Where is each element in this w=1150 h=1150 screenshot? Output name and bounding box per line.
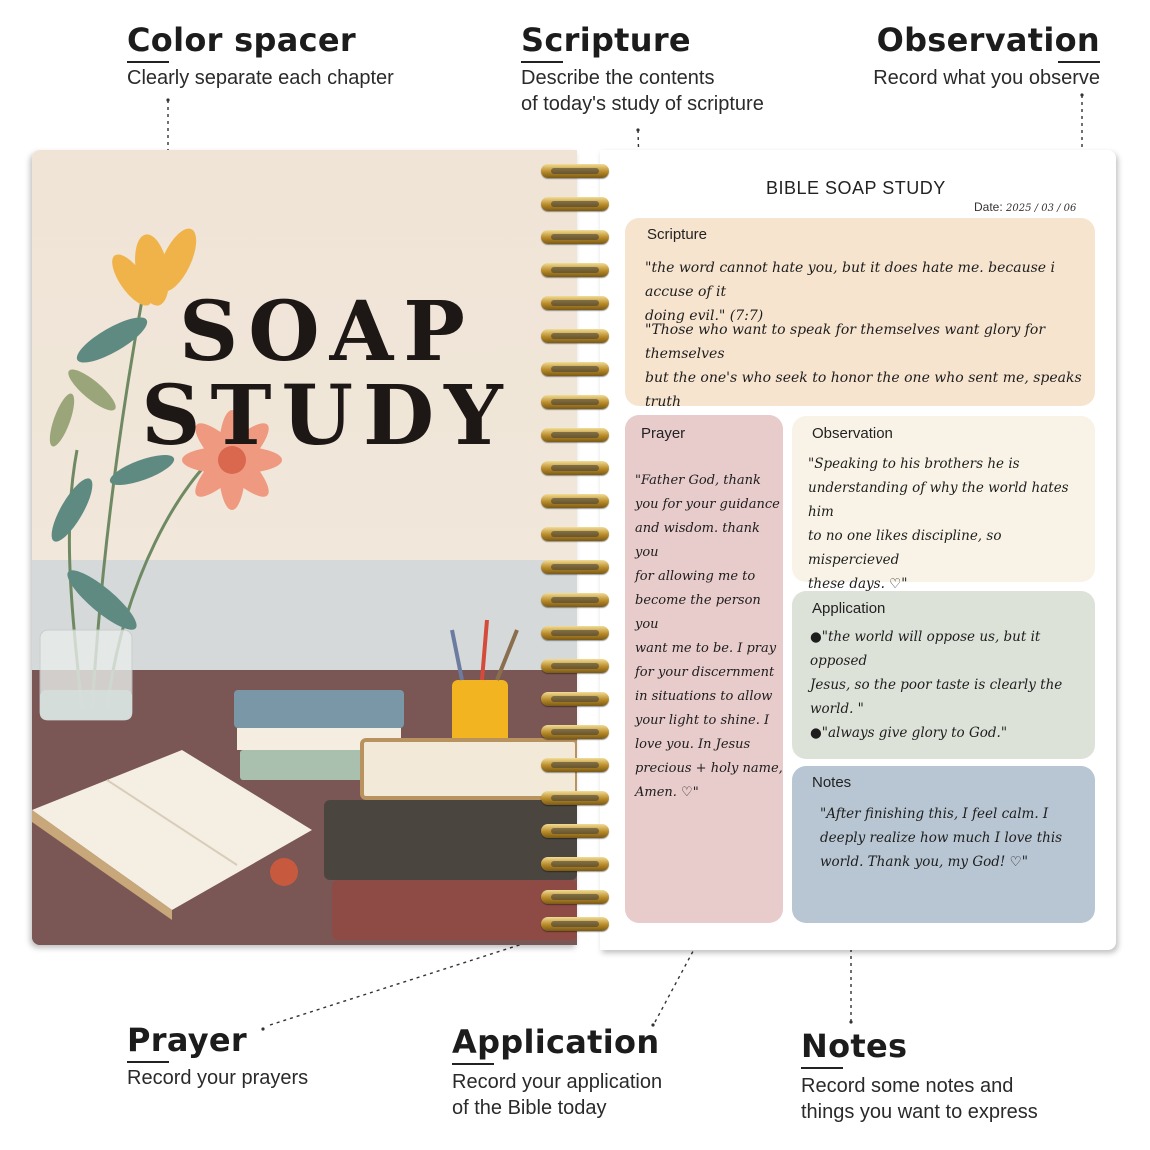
spiral-ring (541, 890, 609, 904)
scripture-label: Scripture (647, 226, 708, 243)
callout-underline (521, 61, 563, 63)
notes-label: Notes (812, 774, 852, 791)
spiral-ring (541, 824, 609, 838)
callout-application: Application Record your application of t… (452, 1024, 662, 1121)
callout-title: Color spacer (127, 21, 356, 59)
cover-title: SOAP STUDY (82, 290, 572, 458)
callout-color-spacer: Color spacer Clearly separate each chapt… (127, 22, 394, 91)
prayer-box: Prayer "Father God, thank you for your g… (625, 415, 783, 923)
spiral-ring (541, 395, 609, 409)
spiral-ring (541, 296, 609, 310)
spiral-ring (541, 692, 609, 706)
spiral-ring (541, 197, 609, 211)
scripture-box: Scripture "the word cannot hate you, but… (625, 218, 1095, 434)
spiral-ring (541, 626, 609, 640)
spiral-ring (541, 857, 609, 871)
spiral-ring (541, 725, 609, 739)
callout-desc: Clearly separate each chapter (127, 67, 394, 89)
scripture-text-1: "the word cannot hate you, but it does h… (645, 260, 1055, 324)
application-label: Application (812, 600, 886, 617)
spiral-ring (541, 593, 609, 607)
spiral-ring (541, 659, 609, 673)
spiral-ring (541, 164, 609, 178)
application-box: Application ●"the world will oppose us, … (792, 591, 1095, 759)
callout-title: Observation (876, 21, 1100, 59)
page-date: Date: 2025 / 03 / 06 (974, 200, 1076, 214)
observation-text: "Speaking to his brothers he is understa… (808, 456, 1069, 592)
page-title: BIBLE SOAP STUDY (766, 178, 946, 198)
spiral-ring (541, 329, 609, 343)
application-text: ●"the world will oppose us, but it oppos… (810, 629, 1063, 741)
callout-title: Prayer (127, 1021, 247, 1059)
spiral-ring (541, 230, 609, 244)
callout-title: Scripture (521, 21, 691, 59)
callout-observation: Observation Record what you observe (873, 22, 1100, 91)
callout-underline (801, 1067, 843, 1069)
spiral-ring (541, 494, 609, 508)
spiral-ring (541, 362, 609, 376)
notes-box: Notes "After finishing this, I feel calm… (792, 766, 1095, 923)
cover-illustration (32, 228, 577, 940)
callout-title: Notes (801, 1027, 908, 1065)
callout-underline (1058, 61, 1100, 63)
spiral-binding (541, 160, 611, 940)
spiral-ring (541, 461, 609, 475)
callout-prayer: Prayer Record your prayers (127, 1022, 308, 1091)
cover-title-line2: STUDY (141, 368, 513, 464)
callout-desc: Describe the contents of today's study o… (521, 67, 764, 115)
spiral-ring (541, 428, 609, 442)
spiral-ring (541, 527, 609, 541)
callout-desc: Record what you observe (873, 67, 1100, 89)
cover-title-line1: SOAP (179, 284, 475, 380)
notebook-cover: SOAP STUDY (32, 150, 577, 945)
callout-notes: Notes Record some notes and things you w… (801, 1028, 1038, 1125)
callout-underline (452, 1063, 494, 1065)
spiral-ring (541, 263, 609, 277)
observation-label: Observation (812, 425, 893, 442)
callout-desc: Record your application of the Bible tod… (452, 1071, 663, 1119)
callout-desc: Record your prayers (127, 1067, 309, 1089)
notes-text: "After finishing this, I feel calm. I de… (820, 806, 1063, 870)
observation-box: Observation "Speaking to his brothers he… (792, 416, 1095, 592)
callout-scripture: Scripture Describe the contents of today… (521, 22, 764, 117)
callout-underline (127, 1061, 169, 1063)
callout-desc: Record some notes and things you want to… (801, 1075, 1038, 1123)
date-value: 2025 / 03 / 06 (1006, 203, 1077, 214)
spiral-ring (541, 917, 609, 931)
prayer-label: Prayer (641, 425, 686, 442)
spiral-ring (541, 791, 609, 805)
prayer-text: "Father God, thank you for your guidance… (635, 473, 783, 800)
spiral-ring (541, 560, 609, 574)
spiral-ring (541, 758, 609, 772)
date-label: Date: (974, 200, 1003, 214)
callout-underline (127, 61, 169, 63)
callout-title: Application (452, 1023, 660, 1061)
